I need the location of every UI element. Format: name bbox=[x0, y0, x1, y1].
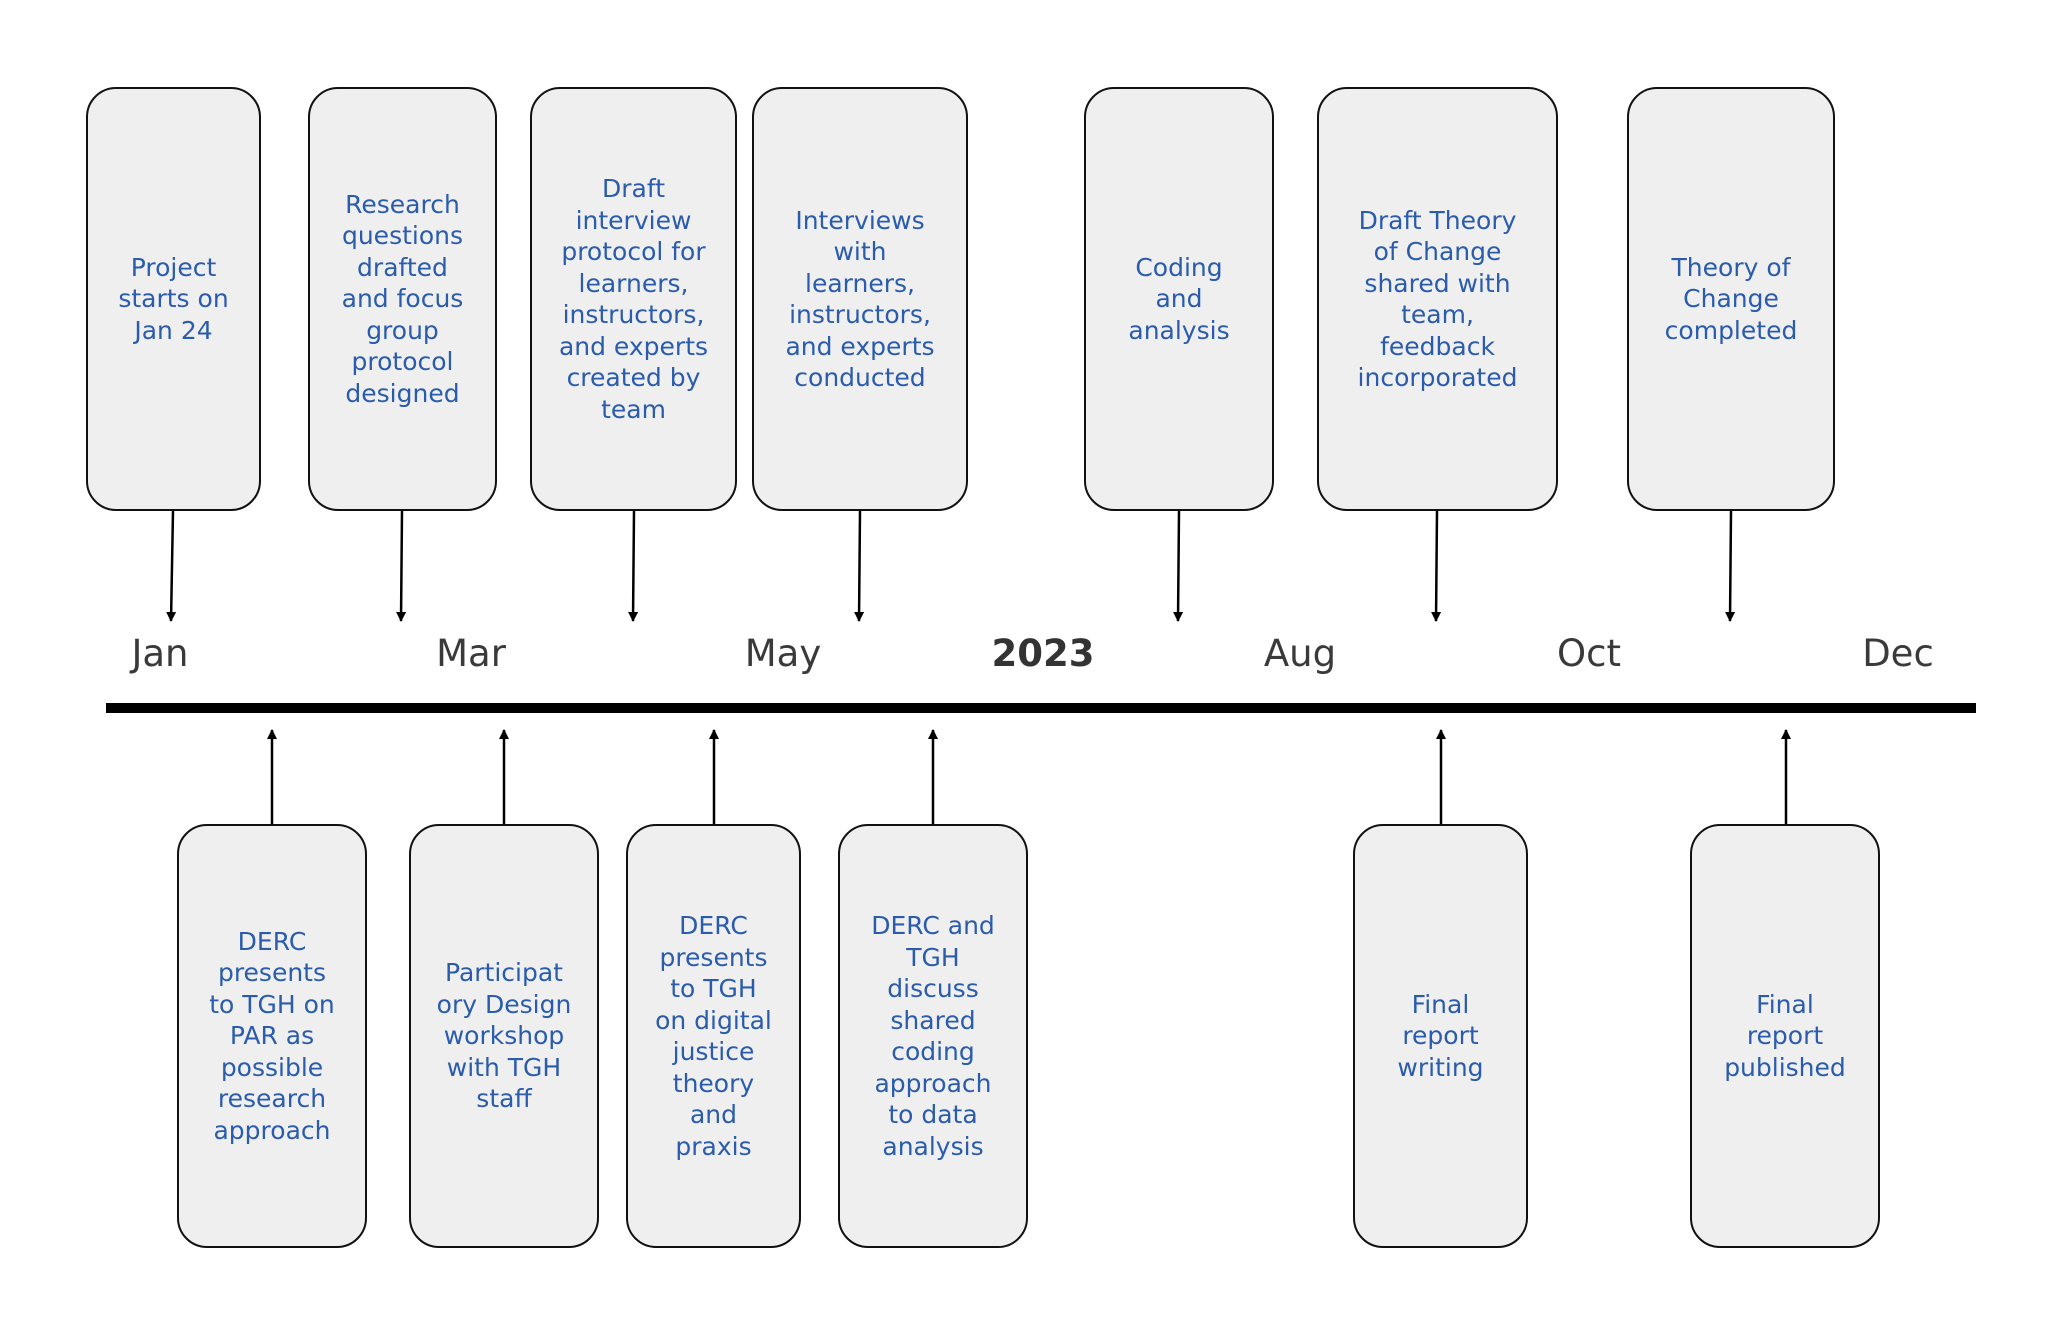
timeline-axis bbox=[106, 703, 1976, 713]
month-label-jan: Jan bbox=[131, 632, 189, 675]
month-label-may: May bbox=[744, 632, 822, 675]
top-arrow-4 bbox=[854, 510, 865, 622]
bottom-event-card-6: Final report published bbox=[1690, 824, 1880, 1248]
top-event-text-3: Draft interview protocol for learners, i… bbox=[558, 174, 709, 424]
bottom-event-text-5: Final report writing bbox=[1397, 989, 1484, 1082]
top-arrow-5 bbox=[1173, 510, 1184, 622]
month-label-mar: Mar bbox=[436, 632, 506, 675]
month-label-dec: Dec bbox=[1862, 632, 1934, 675]
month-label-aug: Aug bbox=[1263, 632, 1337, 675]
bottom-event-text-2: Participat ory Design workshop with TGH … bbox=[436, 958, 572, 1114]
bottom-event-card-1: DERC presents to TGH on PAR as possible … bbox=[177, 824, 367, 1248]
bottom-event-text-1: DERC presents to TGH on PAR as possible … bbox=[209, 926, 335, 1145]
bottom-event-card-2: Participat ory Design workshop with TGH … bbox=[409, 824, 599, 1248]
year-label: 2023 bbox=[991, 632, 1095, 675]
top-event-text-1: Project starts on Jan 24 bbox=[118, 252, 229, 345]
top-arrow-7 bbox=[1725, 510, 1736, 622]
top-event-card-5: Coding and analysis bbox=[1084, 87, 1274, 511]
top-arrow-1 bbox=[166, 510, 177, 622]
top-event-card-7: Theory of Change completed bbox=[1627, 87, 1835, 511]
top-event-card-1: Project starts on Jan 24 bbox=[86, 87, 261, 511]
top-event-text-5: Coding and analysis bbox=[1128, 252, 1230, 345]
bottom-event-card-5: Final report writing bbox=[1353, 824, 1528, 1248]
bottom-event-text-6: Final report published bbox=[1724, 989, 1846, 1082]
top-event-card-2: Research questions drafted and focus gro… bbox=[308, 87, 497, 511]
bottom-event-card-4: DERC and TGH discuss shared coding appro… bbox=[838, 824, 1028, 1248]
top-arrow-2 bbox=[396, 510, 407, 622]
top-event-card-6: Draft Theory of Change shared with team,… bbox=[1317, 87, 1558, 511]
bottom-event-text-4: DERC and TGH discuss shared coding appro… bbox=[871, 911, 995, 1161]
top-arrow-3 bbox=[628, 510, 639, 622]
top-event-card-3: Draft interview protocol for learners, i… bbox=[530, 87, 737, 511]
top-arrow-6 bbox=[1431, 510, 1442, 622]
bottom-event-text-3: DERC presents to TGH on digital justice … bbox=[655, 911, 772, 1161]
month-label-oct: Oct bbox=[1557, 632, 1621, 675]
top-event-text-7: Theory of Change completed bbox=[1664, 252, 1798, 345]
bottom-event-card-3: DERC presents to TGH on digital justice … bbox=[626, 824, 801, 1248]
top-event-text-6: Draft Theory of Change shared with team,… bbox=[1357, 205, 1518, 393]
top-event-card-4: Interviews with learners, instructors, a… bbox=[752, 87, 968, 511]
top-event-text-4: Interviews with learners, instructors, a… bbox=[785, 205, 935, 393]
top-event-text-2: Research questions drafted and focus gro… bbox=[341, 189, 464, 408]
